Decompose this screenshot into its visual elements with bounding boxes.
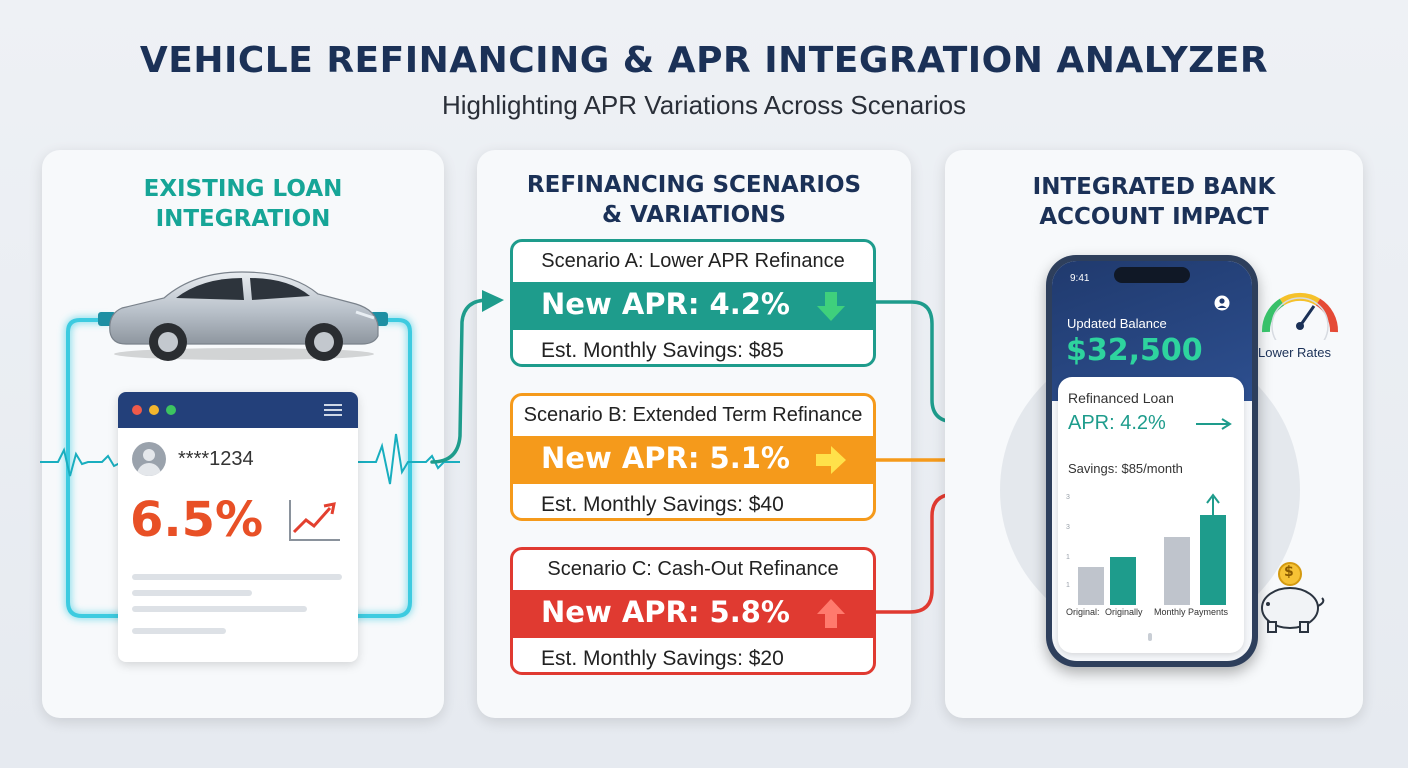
phone-device: 9:41 Updated Balance $32,500 Refinanced … <box>1046 255 1258 667</box>
phone-notch <box>1114 267 1190 283</box>
account-number: ****1234 <box>178 448 254 470</box>
svg-text:3: 3 <box>1066 494 1070 501</box>
browser-titlebar <box>118 392 358 428</box>
scenario-b-savings: Est. Monthly Savings: $40 <box>541 493 784 516</box>
current-apr: 6.5% <box>130 492 264 548</box>
connector-existing-to-a <box>430 298 490 464</box>
profile-icon[interactable] <box>1214 295 1230 311</box>
scenario-c-apr-band: New APR: 5.8% <box>513 590 873 638</box>
scenario-b-apr: New APR: 5.1% <box>541 441 790 475</box>
loan-label: Refinanced Loan <box>1068 390 1174 406</box>
scenario-c-apr: New APR: 5.8% <box>541 595 790 629</box>
chart-label-monthly: Monthly Payments <box>1154 607 1229 617</box>
arrowhead-existing <box>482 290 504 312</box>
avatar-icon <box>132 442 166 476</box>
gauge-label: Lower Rates <box>1258 345 1331 360</box>
phone-screen: 9:41 Updated Balance $32,500 Refinanced … <box>1052 261 1252 661</box>
scenario-b-apr-band: New APR: 5.1% <box>513 436 873 484</box>
scenarios-title: REFINANCING SCENARIOS & VARIATIONS <box>477 170 911 230</box>
bar-original <box>1078 567 1104 605</box>
existing-loan-title: EXISTING LOAN INTEGRATION <box>42 174 444 234</box>
scenario-card-a[interactable]: Scenario A: Lower APR Refinance New APR:… <box>510 239 876 367</box>
coin-symbol: $ <box>1284 564 1294 580</box>
existing-loan-title-line2: INTEGRATION <box>155 206 331 232</box>
scenario-b-label: Scenario B: Extended Term Refinance <box>523 404 863 426</box>
payment-bar-chart: 3 3 1 1 <box>1066 493 1226 605</box>
placeholder-line <box>132 574 342 580</box>
placeholder-line <box>132 628 226 634</box>
scenario-card-c[interactable]: Scenario C: Cash-Out Refinance New APR: … <box>510 547 876 675</box>
svg-text:1: 1 <box>1066 554 1070 561</box>
window-dot-red-icon <box>132 405 142 415</box>
existing-loan-card: ****1234 6.5% <box>118 392 358 662</box>
arrow-right-icon <box>816 446 846 474</box>
refinanced-loan-card: Refinanced Loan APR: 4.2% Savings: $85/m… <box>1058 377 1244 653</box>
gauge-icon <box>1262 292 1338 340</box>
arrow-down-icon <box>817 292 845 321</box>
bank-impact-title-line1: INTEGRATED BANK <box>1032 174 1276 200</box>
window-dot-green-icon <box>166 405 176 415</box>
heartbeat-line-right-icon <box>356 433 460 485</box>
svg-text:3: 3 <box>1066 524 1070 531</box>
scenario-a-label: Scenario A: Lower APR Refinance <box>541 250 845 272</box>
page-title: VEHICLE REFINANCING & APR INTEGRATION AN… <box>139 40 1269 81</box>
page-subtitle: Highlighting APR Variations Across Scena… <box>441 90 967 120</box>
existing-loan-title-line1: EXISTING LOAN <box>143 176 343 202</box>
scenario-card-b[interactable]: Scenario B: Extended Term Refinance New … <box>510 393 876 521</box>
heartbeat-line-left-icon <box>40 447 148 477</box>
loan-apr: APR: 4.2% <box>1068 412 1166 434</box>
chart-label-original: Original: <box>1066 607 1100 617</box>
scenario-c-savings: Est. Monthly Savings: $20 <box>541 647 784 670</box>
bar-original-teal <box>1110 557 1136 605</box>
scenario-a-savings: Est. Monthly Savings: $85 <box>541 339 784 362</box>
bar-monthly-grey <box>1164 537 1190 605</box>
scenario-a-apr: New APR: 4.2% <box>541 287 790 321</box>
scenario-a-apr-band: New APR: 4.2% <box>513 282 873 330</box>
bank-impact-title: INTEGRATED BANK ACCOUNT IMPACT <box>945 172 1363 232</box>
bar-up-arrow-icon <box>1206 493 1220 515</box>
bar-monthly-teal <box>1200 515 1226 605</box>
scenarios-title-line1: REFINANCING SCENARIOS <box>526 172 862 198</box>
scenario-c-label: Scenario C: Cash-Out Refinance <box>547 558 839 580</box>
arrow-up-icon <box>817 599 845 628</box>
trend-up-chart-icon <box>289 500 340 541</box>
scroll-indicator-icon <box>1148 633 1152 641</box>
menu-icon[interactable] <box>324 403 342 417</box>
placeholder-line <box>132 590 252 596</box>
car-icon <box>109 271 379 361</box>
scenarios-title-line2: & VARIATIONS <box>602 202 786 228</box>
bank-impact-title-line2: ACCOUNT IMPACT <box>1039 204 1269 230</box>
window-dot-yellow-icon <box>149 405 159 415</box>
loan-savings: Savings: $85/month <box>1068 461 1183 476</box>
placeholder-line <box>132 606 307 612</box>
svg-text:1: 1 <box>1066 582 1070 589</box>
phone-time: 9:41 <box>1070 273 1090 284</box>
balance-label: Updated Balance <box>1067 316 1167 331</box>
balance-value: $32,500 <box>1066 333 1203 368</box>
chart-label-originally: Originally <box>1105 607 1143 617</box>
arrow-right-icon <box>1196 418 1232 430</box>
piggy-bank-icon <box>1261 562 1325 633</box>
